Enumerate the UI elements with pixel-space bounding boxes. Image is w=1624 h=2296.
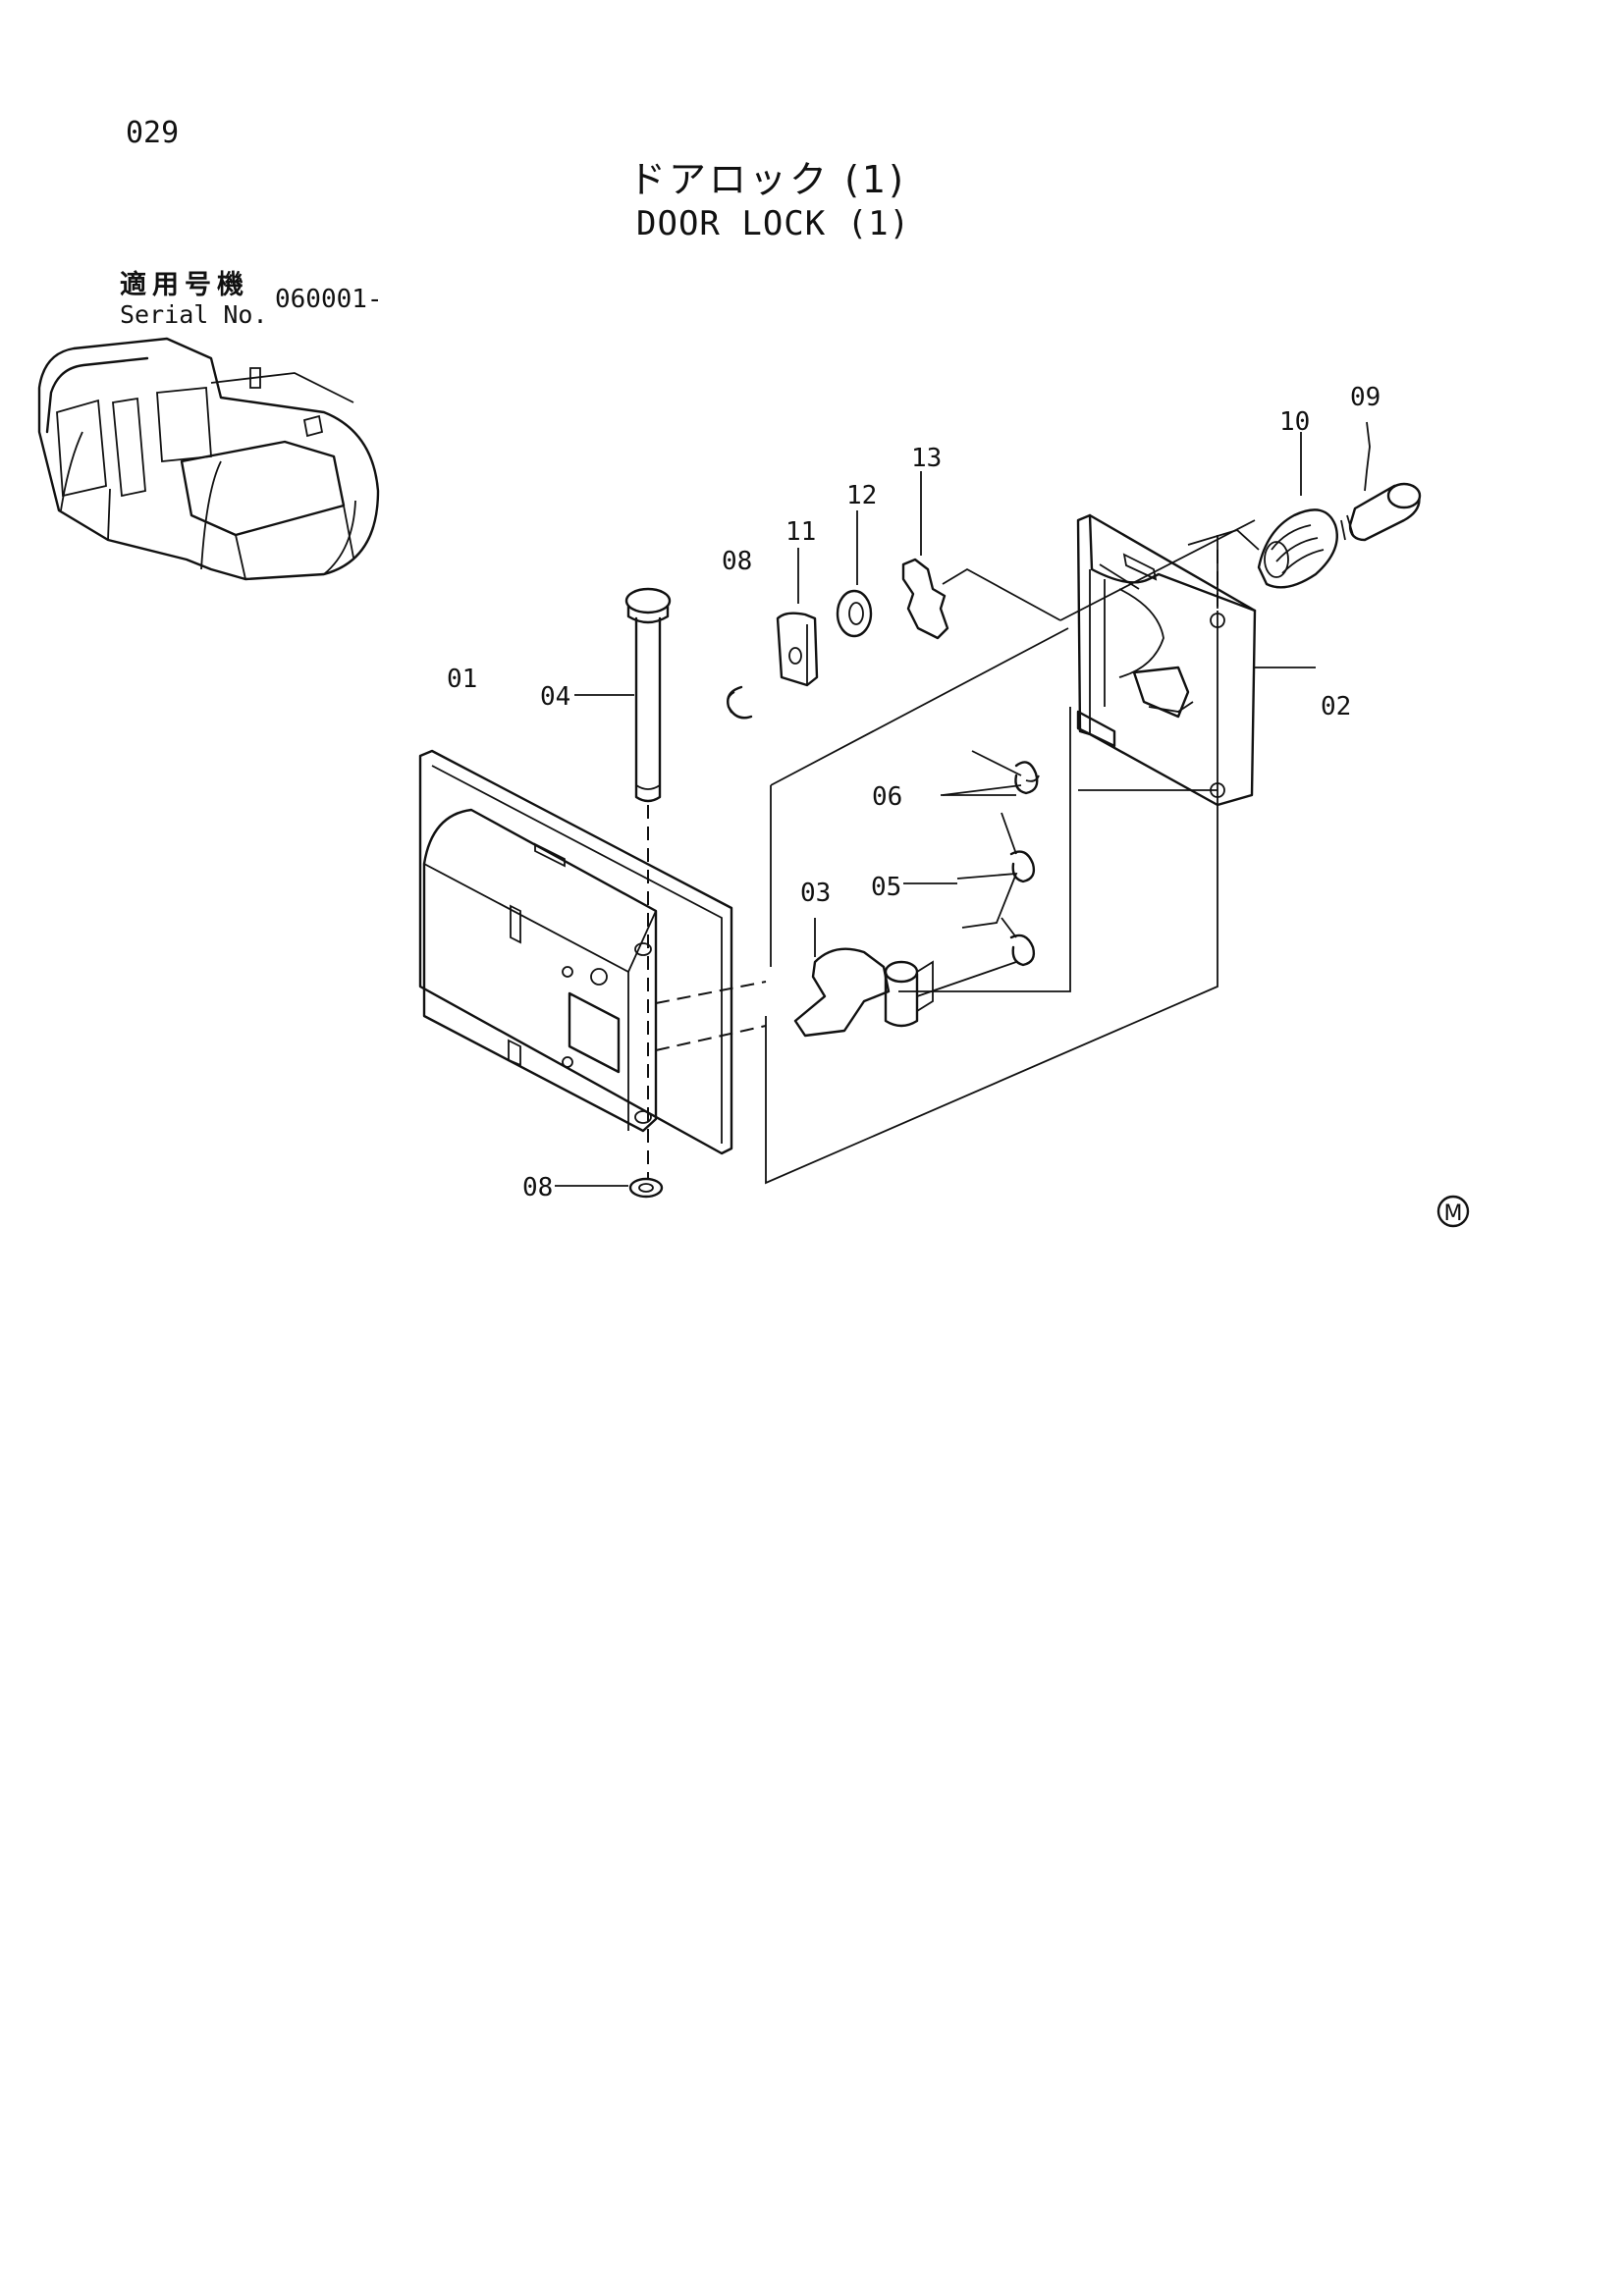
part-09-knob (1340, 421, 1422, 542)
part-10-spring (1257, 432, 1338, 589)
callout-08-bottom: 08 (522, 1173, 553, 1202)
circled-m-mark: M (1436, 1195, 1470, 1228)
callout-12: 12 (846, 481, 877, 510)
part-01-lock-case (418, 749, 733, 1155)
part-03-latch (793, 918, 1017, 1038)
excavator-cab-icon (37, 337, 380, 581)
part-08-e-ring (555, 685, 753, 1199)
callout-05: 05 (871, 873, 901, 902)
part-04-pin (574, 587, 672, 1178)
callout-01: 01 (447, 665, 477, 694)
page-title-japanese: ドアロック (1) (628, 158, 906, 201)
part-06-spring (941, 750, 1040, 796)
callout-13: 13 (911, 444, 942, 473)
part-12-washer (836, 510, 873, 638)
callout-03: 03 (800, 879, 831, 908)
callout-10: 10 (1279, 407, 1310, 437)
part-13-clip (901, 471, 1061, 640)
callout-06: 06 (872, 782, 902, 812)
callout-02: 02 (1321, 692, 1351, 721)
callout-08-top: 08 (722, 547, 752, 576)
part-02-bracket (1076, 513, 1257, 807)
serial-label-japanese: 適用号機 (120, 270, 249, 300)
callout-09: 09 (1350, 383, 1380, 412)
serial-label: Serial No. (120, 300, 268, 329)
part-11-plate (776, 548, 819, 687)
part-05-spring (903, 812, 1036, 967)
page-number: 029 (126, 116, 180, 150)
callout-04: 04 (540, 682, 570, 712)
callout-11: 11 (785, 517, 816, 547)
mark-letter: M (1444, 1201, 1463, 1226)
serial-number-range: 060001- (275, 285, 383, 314)
assembly-guide-lines (655, 519, 1316, 1185)
page-title: DOOR LOCK (1) (636, 204, 911, 243)
